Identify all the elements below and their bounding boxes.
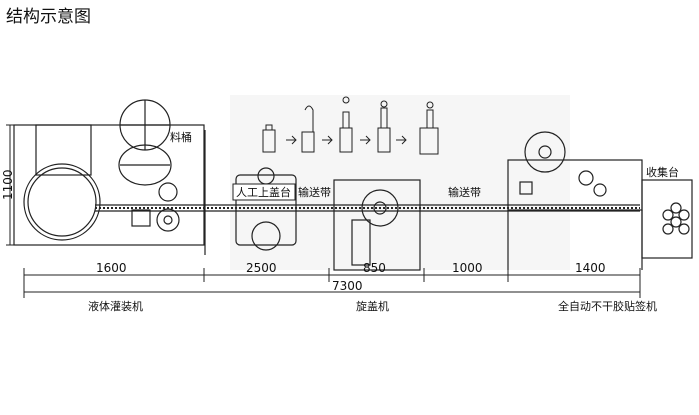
filler-hood [35,124,92,176]
filler-frame [13,124,205,246]
label-roll [524,131,566,173]
filler-large-wheel [23,163,101,241]
dim-1000: 1000 [452,261,483,275]
dim-850: 850 [363,261,386,275]
liquid-filler [13,99,206,255]
manual-cap-box [232,183,296,201]
dim-1400: 1400 [575,261,606,275]
manual-cap-table [235,167,297,251]
conveyor-label-1: 输送带 [298,185,331,199]
middle-panel [230,95,570,270]
dim-7300: 7300 [332,279,363,293]
filler-star-wheel [156,208,180,232]
capping-machine [333,179,421,271]
capper-star-wheel [361,189,399,227]
diagram-title: 结构示意图 [6,7,91,27]
height-value: 1100 [1,169,15,200]
bottle-sequence [262,96,439,155]
collection-table [641,179,693,259]
hopper-label: 料桶 [170,130,192,144]
dimension-lines [23,268,641,298]
filler-drum [118,144,172,186]
capper-name: 旋盖机 [356,299,389,313]
manual-cap-label: 人工上盖台 [236,185,291,199]
dim-2500: 2500 [246,261,277,275]
conveyor-label-2: 输送带 [448,185,481,199]
height-dimension [6,124,14,246]
dim-1600: 1600 [96,261,127,275]
collect-label: 收集台 [646,165,679,179]
conveyor-line [95,204,640,212]
labeler-name: 全自动不干胶贴签机 [558,299,657,313]
filler-name: 液体灌装机 [88,299,143,313]
